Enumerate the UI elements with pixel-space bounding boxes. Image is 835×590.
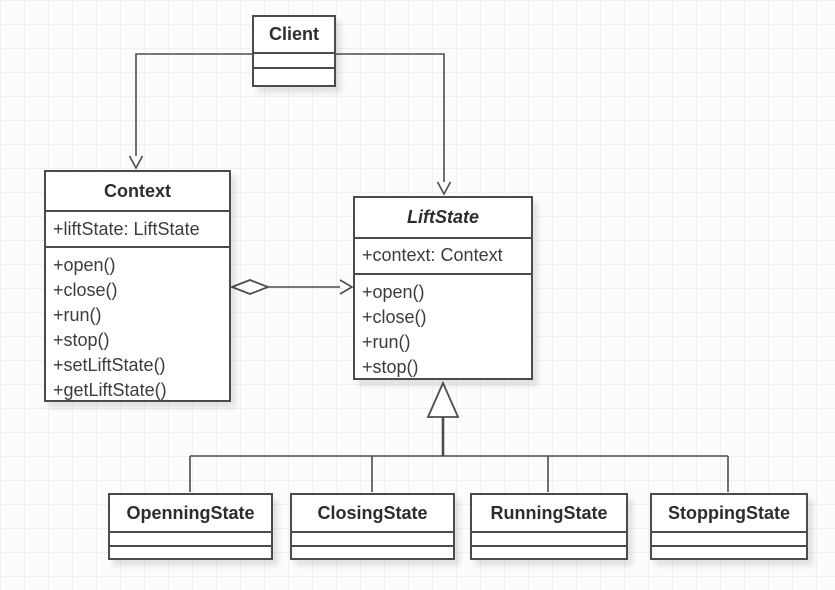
method-line: +getLiftState() xyxy=(53,380,167,400)
method-line: +open() xyxy=(362,281,425,302)
class-stoppingstate-title: StoppingState xyxy=(668,502,790,523)
class-runningstate-methods-compartment xyxy=(472,545,626,558)
aggregation-diamond-icon xyxy=(229,279,271,295)
class-context-methods-compartment: +open() +close() +run() +stop() +setLift… xyxy=(46,246,229,400)
class-client-title: Client xyxy=(268,24,319,44)
class-client-attributes-compartment xyxy=(254,52,334,67)
edge-client-to-context[interactable] xyxy=(128,53,253,170)
open-arrowhead-icon xyxy=(436,181,452,196)
class-stoppingstate-attributes-compartment xyxy=(652,531,806,545)
class-liftstate-attributes-compartment: +context: Context xyxy=(355,237,531,273)
method-line: +open() xyxy=(53,255,116,276)
class-liftstate-methods-compartment: +open() +close() +run() +stop() xyxy=(355,272,531,379)
attribute-line: +context: Context xyxy=(362,245,503,266)
class-context-title: Context xyxy=(104,180,171,201)
class-closingstate-attributes-compartment xyxy=(292,531,453,545)
class-liftstate-title: LiftState xyxy=(407,207,479,227)
class-openningstate[interactable]: OpenningState xyxy=(108,493,273,560)
edge-context-liftstate-aggregation[interactable] xyxy=(229,279,354,295)
class-closingstate-title: ClosingState xyxy=(317,502,428,523)
edge-client-to-liftstate[interactable] xyxy=(336,53,452,196)
method-line: +run() xyxy=(362,331,411,352)
class-closingstate-methods-compartment xyxy=(292,545,453,558)
open-arrowhead-icon xyxy=(128,155,144,170)
edge-generalization-tree[interactable] xyxy=(189,380,729,492)
class-client[interactable]: Client xyxy=(252,15,336,87)
attribute-line: +liftState: LiftState xyxy=(53,218,200,239)
class-openningstate-methods-compartment xyxy=(110,545,271,558)
method-line: +stop() xyxy=(362,356,419,377)
class-closingstate[interactable]: ClosingState xyxy=(290,493,455,560)
class-runningstate-title: RunningState xyxy=(490,502,608,523)
class-context[interactable]: Context +liftState: LiftState +open() +c… xyxy=(44,170,231,402)
class-openningstate-attributes-compartment xyxy=(110,531,271,545)
class-runningstate-attributes-compartment xyxy=(472,531,626,545)
class-client-methods-compartment xyxy=(254,67,334,85)
class-context-attributes-compartment: +liftState: LiftState xyxy=(46,210,229,246)
generalization-triangle-icon xyxy=(426,380,460,418)
method-line: +close() xyxy=(53,280,118,301)
class-stoppingstate[interactable]: StoppingState xyxy=(650,493,808,560)
method-line: +setLiftState() xyxy=(53,355,166,376)
class-openningstate-title: OpenningState xyxy=(126,502,255,523)
open-arrowhead-icon xyxy=(339,279,354,295)
method-line: +close() xyxy=(362,306,427,327)
class-stoppingstate-methods-compartment xyxy=(652,545,806,558)
class-liftstate[interactable]: LiftState +context: Context +open() +clo… xyxy=(353,196,533,380)
method-line: +stop() xyxy=(53,330,110,351)
method-line: +run() xyxy=(53,305,102,326)
class-runningstate[interactable]: RunningState xyxy=(470,493,628,560)
